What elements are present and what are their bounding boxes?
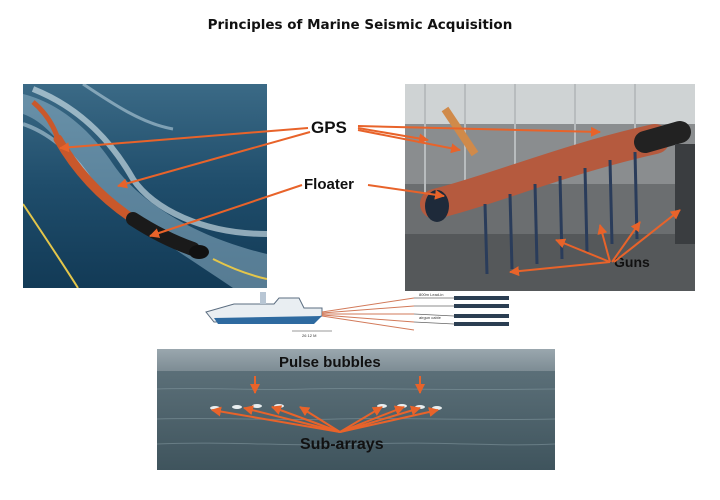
streamer-at-sea-photo bbox=[23, 84, 267, 288]
sub-arrays-label: Sub-arrays bbox=[300, 436, 384, 453]
gps-label: GPS bbox=[311, 118, 347, 137]
dimension-label: 26 12 M bbox=[302, 333, 316, 338]
pulse-bubbles-label: Pulse bubbles bbox=[279, 354, 381, 371]
gun-array-on-deck-photo bbox=[405, 84, 695, 291]
lead-in-label: 800m Lead-in bbox=[419, 292, 443, 297]
guns-label: Guns bbox=[614, 254, 650, 270]
page-title: Principles of Marine Seismic Acquisition bbox=[207, 17, 513, 33]
floater-label: Floater bbox=[304, 176, 355, 193]
gun-cable-label: airgun cable bbox=[419, 315, 442, 320]
vessel-towing-schematic: 800m Lead-in airgun cable 26 12 M bbox=[205, 292, 509, 338]
